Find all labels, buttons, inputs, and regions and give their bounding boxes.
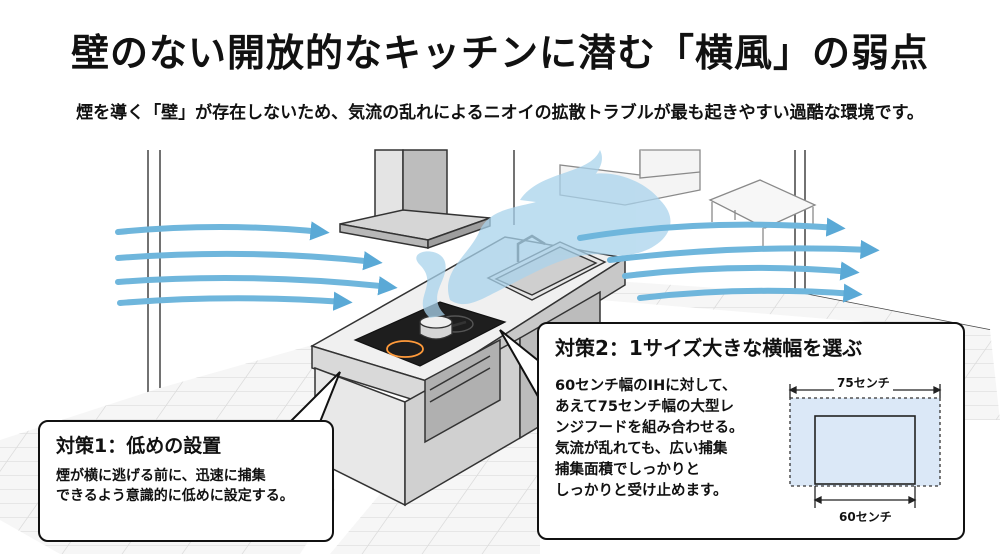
callout-low-line-2: できるよう意識的に低めに設定する。 bbox=[56, 488, 294, 504]
callout-wide-heading: 対策2：1サイズ大きな横幅を選ぶ bbox=[555, 336, 863, 360]
callout-wide-line-6: しっかりと受け止めます。 bbox=[555, 483, 728, 499]
range-hood bbox=[339, 149, 491, 250]
hood-width-label: 75センチ bbox=[834, 374, 893, 391]
wind-arrow-left-3 bbox=[115, 275, 398, 296]
coffee-table bbox=[708, 179, 817, 250]
page-title: 壁のない開放的なキッチンに潜む「横風」の弱点 bbox=[70, 31, 929, 75]
callout-low-installation: 対策1：低めの設置 煙が横に逃げる前に、迅速に捕集 できるよう意識的に低めに設定… bbox=[38, 420, 334, 542]
wind-arrow-right-4 bbox=[637, 283, 863, 303]
callout-pointers bbox=[289, 329, 541, 423]
callout-wider-hood: 対策2：1サイズ大きな横幅を選ぶ 60センチ幅のIHに対して、 あえて75センチ… bbox=[537, 322, 965, 540]
wind-arrow-left-1 bbox=[115, 221, 330, 241]
callout-wide-line-1: 60センチ幅のIHに対して、 bbox=[555, 378, 737, 394]
ih-width-label: 60センチ bbox=[836, 508, 895, 525]
callout-low-heading: 対策1：低めの設置 bbox=[56, 435, 222, 457]
wind-arrow-right-1 bbox=[577, 217, 846, 241]
pot bbox=[419, 315, 467, 340]
callout-wide-body: 60センチ幅のIHに対して、 あえて75センチ幅の大型レ ンジフードを組み合わせ… bbox=[555, 376, 767, 502]
callout-low-body: 煙が横に逃げる前に、迅速に捕集 できるよう意識的に低めに設定する。 bbox=[56, 466, 316, 506]
callout-wide-line-2: あえて75センチ幅の大型レ bbox=[555, 399, 734, 415]
page-subtitle: 煙を導く「壁」が存在しないため、気流の乱れによるニオイの拡散トラブルが最も起きや… bbox=[76, 103, 924, 123]
callout-wide-line-3: ンジフードを組み合わせる。 bbox=[555, 420, 744, 436]
wind-arrow-right-2 bbox=[607, 239, 880, 263]
wind-arrow-left-2 bbox=[115, 250, 383, 271]
callout-low-line-1: 煙が横に逃げる前に、迅速に捕集 bbox=[56, 468, 266, 484]
wind-arrows bbox=[115, 217, 880, 311]
callout-wide-line-4: 気流が乱れても、広い捕集 bbox=[555, 441, 728, 457]
wind-arrow-right-3 bbox=[622, 261, 860, 281]
steam-and-wind-cloud bbox=[416, 150, 671, 318]
wind-arrow-left-4 bbox=[117, 291, 353, 311]
callout-wide-line-5: 捕集面積でしっかりと bbox=[555, 462, 700, 478]
